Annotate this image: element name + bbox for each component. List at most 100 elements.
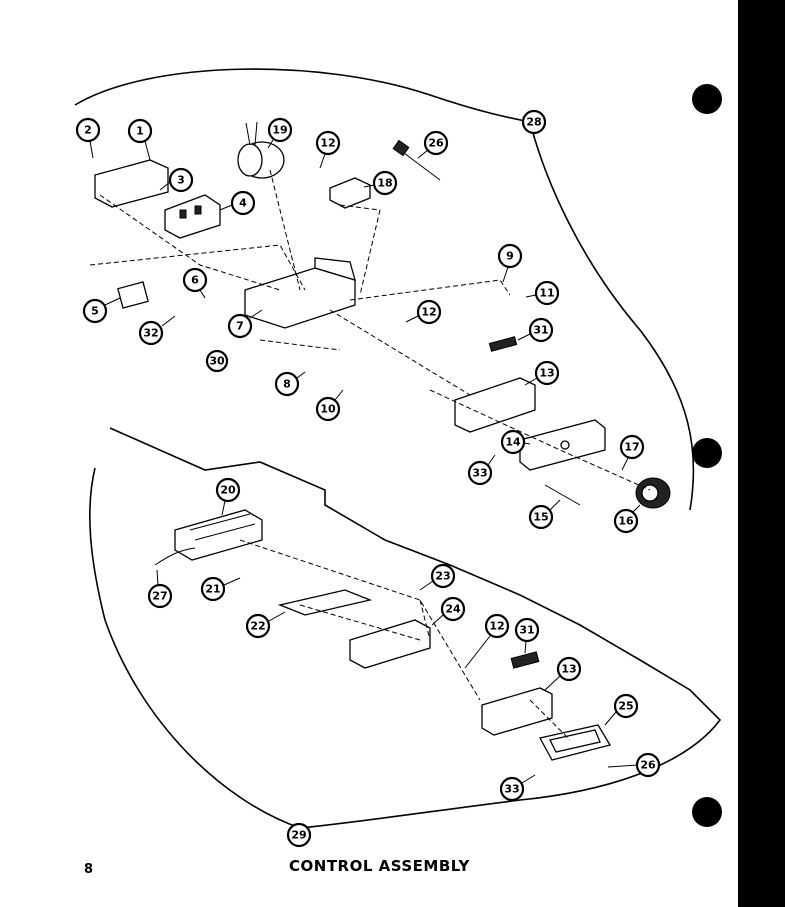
svg-text:29: 29	[291, 829, 306, 842]
svg-text:26: 26	[640, 759, 656, 772]
callout-11: 11	[525, 280, 560, 306]
page-number: 8	[84, 862, 94, 877]
punch-hole-top	[692, 84, 722, 114]
callout-21: 21	[200, 576, 241, 602]
svg-text:22: 22	[250, 620, 265, 633]
callout-31-lower: 31	[514, 617, 540, 654]
svg-text:12: 12	[489, 620, 504, 633]
callout-18: 18	[363, 170, 398, 196]
screw-part-28	[392, 139, 441, 181]
knob-part-16	[635, 477, 671, 509]
svg-text:20: 20	[220, 484, 236, 497]
assembly-line	[329, 309, 471, 396]
button-part-31-lower	[510, 651, 540, 669]
callout-14: 14	[500, 429, 531, 455]
svg-text:18: 18	[377, 177, 392, 190]
callout-12-top: 12	[315, 130, 341, 169]
svg-text:13: 13	[539, 367, 554, 380]
svg-text:28: 28	[526, 116, 541, 129]
svg-text:31: 31	[519, 624, 534, 637]
svg-text:1: 1	[136, 125, 144, 138]
spring-part-31	[488, 336, 518, 352]
callout-23: 23	[419, 563, 456, 591]
pcb-part-4	[164, 194, 221, 239]
callout-2: 2	[75, 117, 101, 159]
assembly-line	[99, 194, 281, 291]
bracket-part-1	[94, 159, 169, 208]
plate-part-14	[519, 419, 606, 471]
svg-text:32: 32	[143, 327, 158, 340]
callout-27: 27	[147, 569, 173, 609]
callout-12-mid: 12	[405, 299, 442, 325]
svg-text:26: 26	[428, 137, 444, 150]
callout-29: 29	[286, 822, 312, 848]
svg-text:16: 16	[618, 515, 634, 528]
callout-20: 20	[215, 477, 241, 516]
board-part-18	[329, 177, 371, 209]
bracket-part-24	[349, 619, 431, 669]
assembly-line	[239, 539, 481, 701]
svg-text:12: 12	[320, 137, 335, 150]
switch-bank-part-29	[174, 509, 263, 561]
svg-text:25: 25	[618, 700, 633, 713]
svg-text:4: 4	[239, 197, 247, 210]
callout-15: 15	[528, 499, 561, 530]
assembly-line	[529, 699, 571, 741]
callout-25: 25	[604, 693, 639, 726]
callout-31-upper: 31	[517, 317, 554, 343]
svg-text:14: 14	[505, 436, 521, 449]
svg-text:27: 27	[152, 590, 167, 603]
chassis-part-7	[244, 257, 356, 329]
svg-text:17: 17	[624, 441, 639, 454]
bracket-part-13-lower	[481, 687, 553, 736]
callout-7: 7	[227, 309, 263, 339]
callout-19: 19	[267, 117, 293, 149]
svg-text:19: 19	[272, 124, 287, 137]
callout-26-lower: 26	[607, 752, 661, 778]
callout-12-lower: 12	[464, 613, 510, 669]
svg-text:24: 24	[445, 603, 461, 616]
callout-10: 10	[315, 389, 344, 422]
svg-text:13: 13	[561, 663, 576, 676]
callout-17: 17	[619, 434, 645, 471]
switch-part-5	[117, 281, 149, 309]
assembly-line	[349, 279, 511, 301]
assembly-line	[259, 339, 341, 351]
assembly-line	[339, 204, 381, 296]
sheet-part-22	[277, 589, 373, 616]
svg-text:15: 15	[533, 511, 548, 524]
svg-text:12: 12	[421, 306, 436, 319]
svg-text:30: 30	[209, 355, 225, 368]
callout-3: 3	[159, 167, 194, 193]
callout-26-upper: 26	[417, 130, 449, 159]
punch-hole-middle	[692, 438, 722, 468]
assembly-line	[299, 604, 421, 641]
svg-text:6: 6	[191, 274, 199, 287]
callout-28: 28	[521, 109, 547, 135]
svg-text:2: 2	[84, 124, 92, 137]
callout-13-upper: 13	[524, 360, 560, 386]
shaft-part-15	[544, 484, 581, 506]
callout-1: 1	[127, 118, 153, 161]
frame-part-25	[539, 724, 612, 761]
callout-32: 32	[138, 315, 176, 346]
callout-30: 30	[205, 349, 229, 373]
svg-text:11: 11	[539, 287, 554, 300]
callout-22: 22	[245, 611, 286, 639]
callout-5: 5	[82, 297, 121, 324]
svg-text:3: 3	[177, 174, 185, 187]
svg-text:9: 9	[506, 250, 514, 263]
svg-text:8: 8	[283, 378, 291, 391]
bracket-part-13	[454, 377, 536, 433]
lower-group-outline	[89, 427, 722, 829]
callout-4: 4	[219, 190, 256, 216]
callout-33-upper: 33	[467, 454, 496, 486]
cable-part-27	[154, 547, 196, 566]
punch-hole-bottom	[692, 797, 722, 827]
assembly-line	[429, 389, 651, 491]
svg-text:23: 23	[435, 570, 450, 583]
callout-8: 8	[274, 371, 306, 397]
svg-text:21: 21	[205, 583, 220, 596]
